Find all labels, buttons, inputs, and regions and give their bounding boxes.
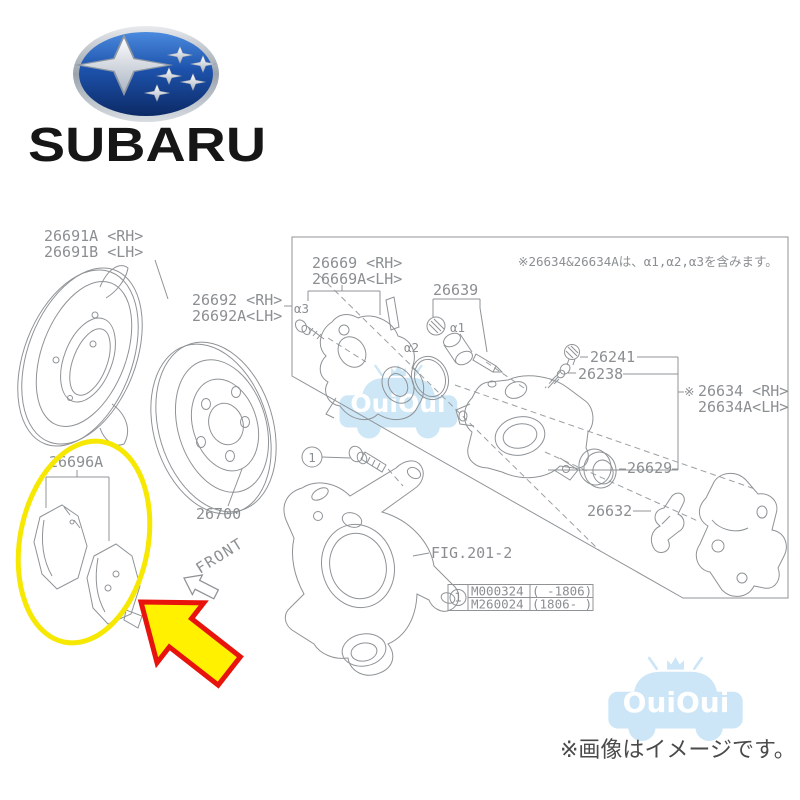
label-26639: 26639 (433, 281, 478, 299)
watermark-text: OuiOui (623, 686, 730, 719)
subaru-logo: SUBARU (28, 26, 266, 172)
highlight-oval (15, 438, 153, 646)
label-26669-lh: 26669A<LH> (312, 270, 402, 288)
table-row2-code: M260024 (471, 597, 524, 612)
part-26691-backing-plate (17, 259, 169, 447)
part-26700-disc (150, 341, 277, 515)
part-26634-caliper (455, 357, 684, 481)
footer-disclaimer: ※画像はイメージです。 (560, 738, 796, 763)
label-26692-lh: 26692A<LH> (192, 307, 282, 325)
label-alpha3: α3 (294, 301, 309, 316)
part-26238-screw (547, 363, 678, 389)
label-26691-lh: 26691B <LH> (44, 243, 143, 261)
label-26238: 26238 (578, 365, 623, 383)
label-26700: 26700 (196, 505, 241, 523)
label-26692-rh: 26692 <RH> (192, 291, 282, 309)
label-26634-rh: 26634 <RH> (698, 382, 788, 400)
part-26669-actuator (294, 285, 450, 421)
part-26632-clip (633, 492, 685, 553)
highlight-group (15, 438, 244, 689)
table-row1-range: ( -1806) (532, 584, 592, 599)
label-26634-mark: ※ (684, 384, 694, 399)
applicability-table: 1 M000324 ( -1806) M260024 (1806- ) (447, 584, 594, 612)
part-26696a-pads (33, 470, 143, 629)
watermark-text: OuiOui (350, 389, 445, 418)
label-fig-ref: FIG.201-2 (431, 544, 512, 562)
highlight-arrow-icon (137, 599, 244, 689)
watermark-bottom: OuiOui (606, 655, 745, 743)
watermark-center: OuiOui (338, 363, 459, 440)
front-direction: FRONT (183, 534, 247, 600)
label-26696a: 26696A (49, 453, 103, 471)
callout-1-number: 1 (308, 450, 316, 465)
table-ref-number: 1 (454, 590, 462, 605)
part-26639-piston-kit (426, 298, 504, 373)
label-26669-rh: 26669 <RH> (312, 254, 402, 272)
label-alpha1: α1 (450, 320, 465, 335)
parts-diagram: ※26634&26634Aは、α1,α2,α3を含みます。 26691A <RH… (17, 227, 789, 676)
label-26241: 26241 (590, 348, 635, 366)
label-26632: 26632 (587, 502, 632, 520)
label-alpha2: α2 (404, 340, 419, 355)
part-26629-seal (578, 448, 678, 489)
label-26634-lh: 26634A<LH> (698, 398, 788, 416)
part-26241-cap (564, 344, 678, 366)
label-26691-rh: 26691A <RH> (44, 227, 143, 245)
callout-1-bolt: 1 (301, 445, 387, 473)
front-arrow-icon (183, 574, 220, 600)
table-row1-code: M000324 (471, 584, 524, 599)
table-row2-range: (1806- ) (532, 597, 592, 612)
leader-fig (412, 552, 430, 557)
part-knuckle (283, 460, 459, 676)
note-26634: ※26634&26634Aは、α1,α2,α3を含みます。 (518, 254, 778, 269)
diagram-frame (291, 236, 789, 599)
label-front: FRONT (193, 534, 247, 577)
label-26629: 26629 (627, 459, 672, 477)
brand-wordmark: SUBARU (28, 119, 266, 172)
part-caliper-bracket (695, 473, 787, 597)
